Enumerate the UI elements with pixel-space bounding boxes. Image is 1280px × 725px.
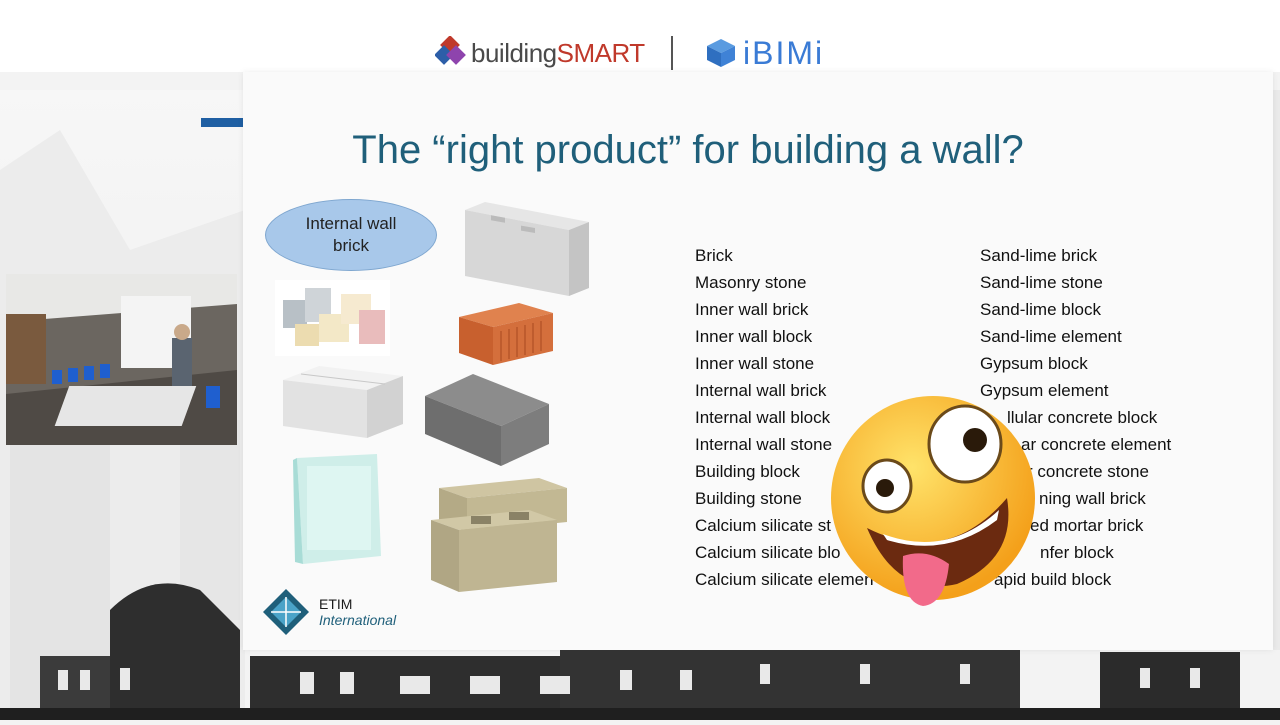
- list-item: Building stone: [695, 489, 802, 508]
- list-item: Sand-lime element: [980, 327, 1122, 346]
- list-item: Masonry stone: [695, 273, 807, 292]
- list-item: apid build block: [994, 570, 1112, 589]
- list-item: Inner wall block: [695, 327, 813, 346]
- product-bubble: Internal wall brick: [265, 199, 437, 271]
- list-item: ar concrete element: [1021, 435, 1172, 454]
- list-item: Sand-lime block: [980, 300, 1101, 319]
- product-image-red-brick: [459, 303, 553, 365]
- etim-text-line2: International: [319, 612, 397, 628]
- product-image-glass-block: [293, 454, 381, 564]
- product-name-list-right: Sand-lime brick Sand-lime stone Sand-lim…: [980, 242, 1171, 593]
- list-item: Internal wall brick: [695, 381, 827, 400]
- zany-face-emoji-icon: [831, 396, 1035, 606]
- slide-title: The “right product” for building a wall?: [352, 128, 1024, 172]
- ibimi-text: iBIMi: [743, 34, 825, 71]
- etim-logo-icon: [263, 589, 309, 635]
- list-item: Internal wall block: [695, 408, 831, 427]
- product-image-gray-block: [465, 202, 589, 296]
- bubble-line-1: Internal wall: [305, 214, 397, 233]
- product-image-white-panels: [283, 366, 403, 438]
- list-item: Internal wall stone: [695, 435, 833, 454]
- product-name-list-left: Brick Masonry stone Inner wall brick Inn…: [695, 242, 874, 593]
- product-image-concrete-block: [425, 374, 549, 466]
- list-item: Calcium silicate elemen: [695, 570, 874, 589]
- product-image-cinder-blocks: [431, 478, 567, 592]
- accent-bar: [201, 118, 243, 127]
- buildingsmart-logo: buildingSMART: [435, 36, 645, 70]
- logo-divider: [671, 36, 673, 70]
- list-item: nfer block: [1040, 543, 1114, 562]
- ibimi-logo: iBIMi: [705, 34, 825, 71]
- buildingsmart-text: buildingSMART: [471, 38, 645, 69]
- buildingsmart-logo-icon: [435, 36, 466, 65]
- header-logos: buildingSMART iBIMi: [0, 0, 1280, 72]
- ibimi-cube-icon: [707, 39, 735, 67]
- product-image-colored-bricks: [275, 280, 390, 356]
- webcam-frame: [6, 274, 237, 445]
- list-item: Gypsum element: [980, 381, 1109, 400]
- buildingsmart-text-brand: SMART: [556, 37, 646, 68]
- etim-logo-text: ETIM International: [319, 596, 396, 628]
- list-item: Calcium silicate blo: [695, 543, 841, 562]
- etim-logo: ETIM International: [261, 587, 396, 637]
- list-item: llular concrete block: [1007, 408, 1158, 427]
- list-item: Calcium silicate st: [695, 516, 832, 535]
- list-item: Sand-lime brick: [980, 246, 1098, 265]
- list-item: Brick: [695, 246, 733, 265]
- list-item: Gypsum block: [980, 354, 1088, 373]
- presentation-slide: The “right product” for building a wall?…: [243, 72, 1273, 650]
- list-item: Inner wall stone: [695, 354, 815, 373]
- list-item: ed mortar brick: [1030, 516, 1144, 535]
- list-item: Building block: [695, 462, 800, 481]
- city-skyline-banner: [0, 583, 1280, 720]
- list-item: r concrete stone: [1027, 462, 1149, 481]
- list-item: Sand-lime stone: [980, 273, 1103, 292]
- etim-text-line1: ETIM: [319, 596, 353, 612]
- list-item: Inner wall brick: [695, 300, 809, 319]
- speaker-webcam-view: [6, 274, 237, 445]
- list-item: ning wall brick: [1039, 489, 1146, 508]
- bubble-line-2: brick: [333, 236, 369, 255]
- buildingsmart-text-pre: building: [471, 37, 557, 68]
